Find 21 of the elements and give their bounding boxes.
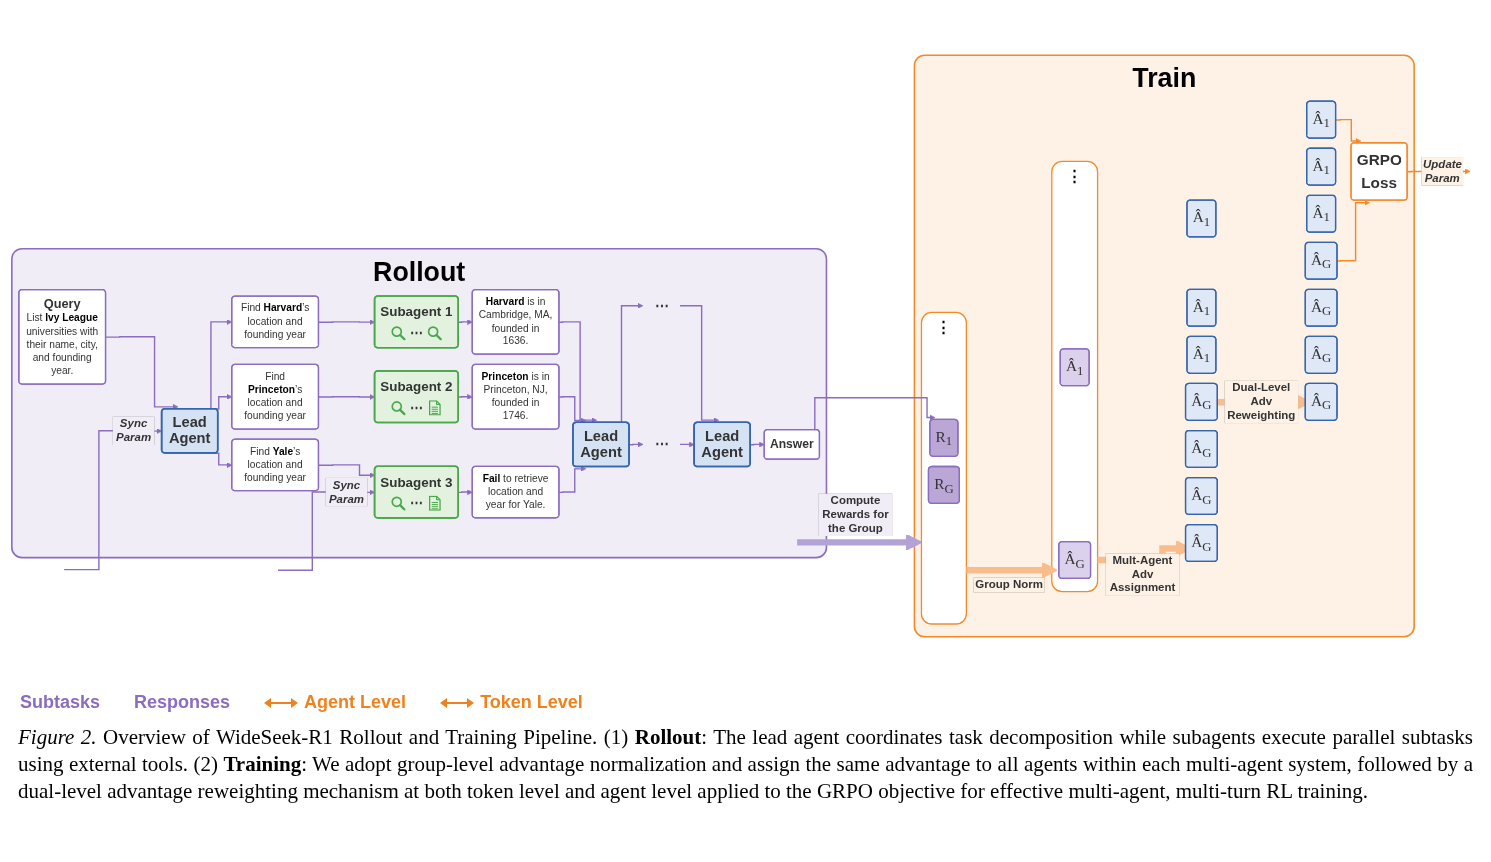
- axis-label: Token Level: [480, 692, 583, 713]
- arrow: [797, 533, 923, 551]
- arrow: [558, 396, 587, 424]
- edge-label: Sync Param: [116, 417, 152, 444]
- column-heading: Responses: [134, 692, 231, 713]
- arrow: [105, 336, 179, 410]
- arrow: [558, 321, 598, 423]
- edge-label: Dual-Level Adv Reweighting: [1227, 381, 1296, 422]
- figure-caption: Figure 2. Overview of WideSeek-R1 Rollout and Training Pipeline. (1) Rollout: The lead agent coordinates task decomposition while subagents execute parallel subtasks using external tools. (2) Training: We adopt group-level advantage normalization and assign the same advantage to all agents within each multi-agent system, followed by a dual-level advantage reweighting mechanism at both token level and agent level applied to the GRPO objective for effective multi-agent, multi-turn RL training.: [18, 724, 1473, 805]
- arrow: [1335, 118, 1362, 144]
- edge-label: Update Param: [1423, 157, 1462, 185]
- edge-label: Sync Param: [328, 478, 365, 505]
- axis-label: Agent Level: [304, 692, 407, 713]
- edge-label: Group Norm: [975, 577, 1043, 591]
- node-text: ⋯: [654, 436, 669, 453]
- arrow: [558, 466, 587, 494]
- node-text: ⋯: [654, 297, 669, 314]
- edge-label: Mult-Agent Adv Assignment: [1109, 553, 1176, 595]
- arrow: [679, 305, 720, 423]
- arrow: [966, 561, 1058, 579]
- column-heading: Subtasks: [20, 692, 101, 713]
